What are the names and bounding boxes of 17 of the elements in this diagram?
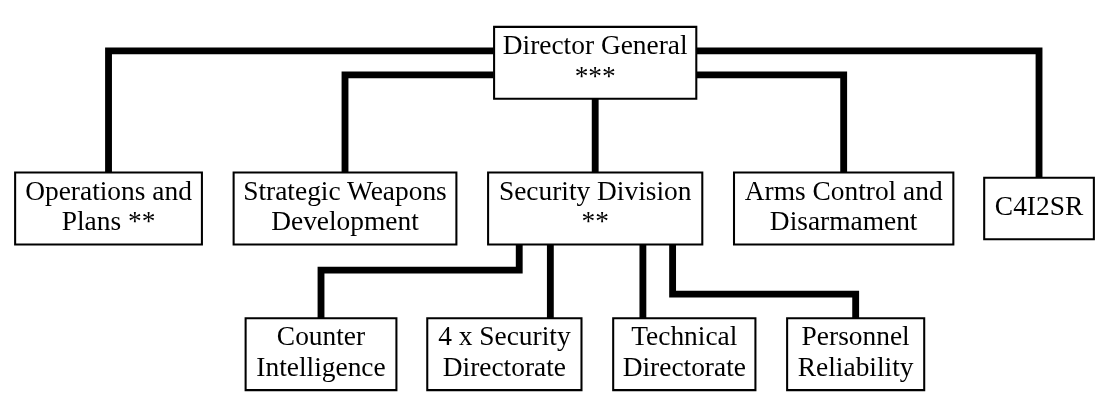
connector [341,70,494,172]
node-box: C4I2SR [983,176,1095,240]
connector [105,46,494,172]
connector [669,244,860,318]
node-box: Personnel Reliability [786,316,926,391]
node-box: Strategic Weapons Development [232,171,458,245]
connector [546,244,554,318]
connector [639,244,647,318]
connector [697,70,848,172]
node-box: Counter Intelligence [244,316,398,391]
node-box: Director General *** [493,25,698,100]
connector [317,244,523,318]
node-box: 4 x Security Directorate [426,316,583,391]
node-box: Arms Control and Disarmament [732,171,955,245]
node-box: Security Division ** [487,171,704,245]
node-box: Technical Directorate [612,316,757,391]
node-box: Operations and Plans ** [14,171,203,245]
